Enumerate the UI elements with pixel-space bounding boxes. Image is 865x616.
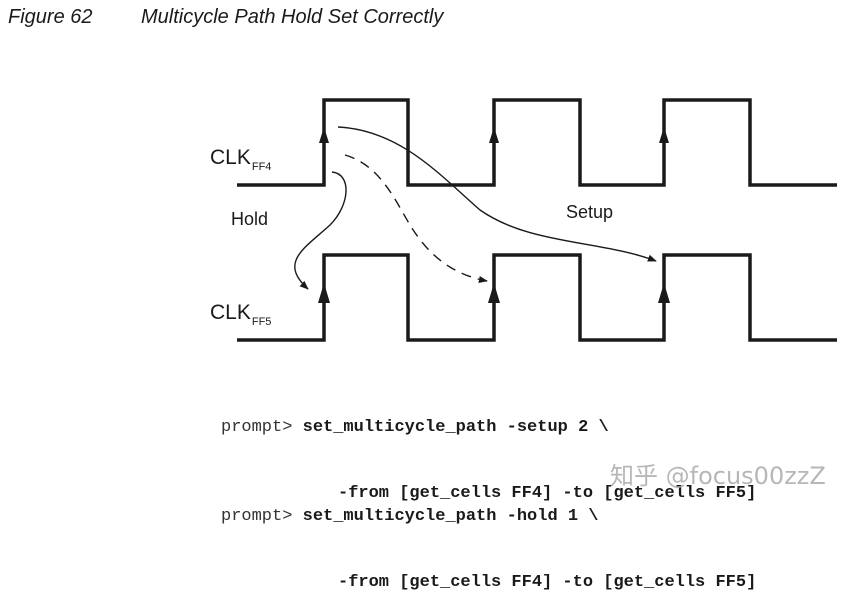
clk-ff4-waveform — [237, 98, 837, 187]
watermark: 知乎 @focus00zzZ — [610, 462, 826, 490]
timing-diagram — [237, 98, 837, 342]
signal-name: CLK — [210, 301, 251, 324]
setup-label: Setup — [566, 202, 614, 222]
signal-label-clk-ff5: CLKFF5 — [210, 301, 271, 328]
signal-name: CLK — [210, 146, 251, 169]
command-prompt: prompt> — [221, 507, 293, 526]
signal-subscript: FF5 — [251, 316, 272, 328]
clk-ff4-rising-edge-arrow-icon — [659, 127, 669, 143]
clk-ff5-rising-edge-arrow-icon — [488, 283, 500, 303]
figure-caption: Figure 62 Multicycle Path Hold Set Corre… — [8, 6, 443, 75]
figure-title: Multicycle Path Hold Set Correctly — [141, 6, 444, 28]
clk-ff4-rising-edge-arrow-icon — [319, 127, 329, 143]
clk-ff4-rising-edge-arrow-icon — [489, 127, 499, 143]
command-line: set_multicycle_path -hold 1 \ — [302, 507, 599, 526]
signal-subscript: FF4 — [251, 161, 272, 173]
signal-label-clk-ff4: CLKFF4 — [210, 146, 271, 173]
command-prompt: prompt> — [221, 418, 293, 437]
clk-ff5-rising-edge-arrow-icon — [318, 283, 330, 303]
command-line: -from [get_cells FF4] -to [get_cells FF5… — [338, 573, 757, 592]
clk-ff5-waveform — [237, 253, 837, 342]
default-hold-path-dashed-arrow — [344, 154, 488, 284]
command-line: set_multicycle_path -setup 2 \ — [302, 418, 609, 437]
figure-number: Figure 62 — [8, 6, 93, 28]
hold-path-arrow — [294, 171, 347, 290]
clk-ff5-rising-edge-arrow-icon — [658, 283, 670, 303]
setup-path-arrow — [337, 126, 657, 262]
hold-label: Hold — [231, 209, 269, 229]
command-block-setup: prompt> set_multicycle_path -setup 2 \ -… — [221, 373, 756, 527]
command-line: -from [get_cells FF4] -to [get_cells FF5… — [338, 484, 757, 503]
